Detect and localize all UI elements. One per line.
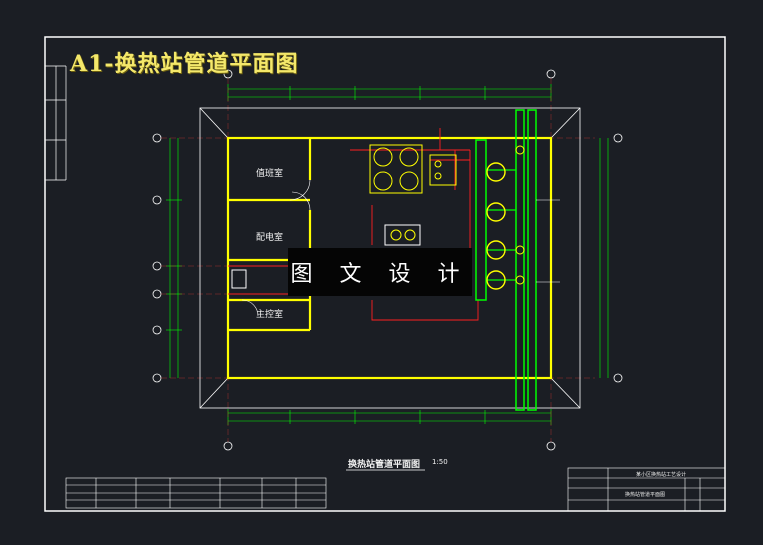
door-swings: [241, 179, 311, 317]
binding-strip: [45, 65, 67, 181]
title-block-project: 某小区换热站工艺设计: [636, 472, 687, 478]
room-label-power: 配电室: [256, 233, 284, 243]
grid-bubbles: [152, 69, 623, 451]
roof-outline: [199, 107, 581, 409]
title-block-left: [65, 477, 327, 509]
room-label-duty: 值班室: [256, 169, 284, 179]
watermark: 图 文 设 计: [288, 248, 472, 296]
room-label-control: 主控室: [256, 310, 284, 320]
title-block-right: [567, 467, 726, 512]
equipment: [231, 144, 457, 289]
plan-scale: 1:50: [432, 458, 448, 466]
sheet-border: [44, 36, 726, 512]
plan-title: 换热站管道平面图: [348, 460, 421, 470]
title-block-sheet: 换热站管道平面图: [625, 492, 666, 498]
exchanger-pipework: [475, 109, 560, 411]
drawing-title: A1-换热站管道平面图: [70, 51, 299, 77]
